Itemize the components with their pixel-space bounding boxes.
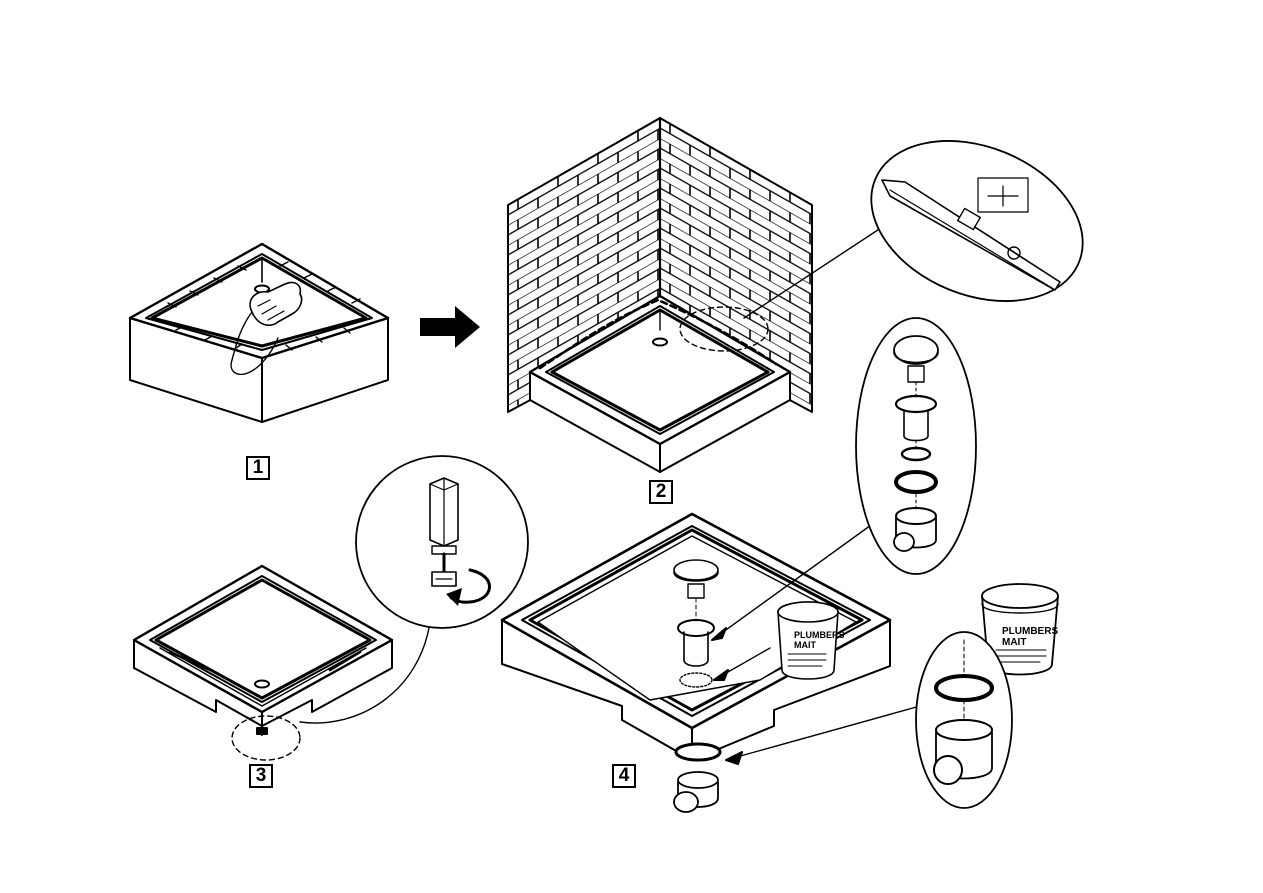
- step-1-tray: [130, 244, 388, 422]
- step-4-number: 4: [612, 764, 636, 788]
- drain-components-detail: [856, 318, 976, 574]
- leg-adjustment-detail: [356, 456, 528, 628]
- step-2-wall-installation: [508, 94, 890, 519]
- step-4-drain-assembly: [502, 514, 920, 812]
- step-3-number: 3: [249, 764, 273, 788]
- trap-seal-detail: [916, 632, 1012, 808]
- step-2-number: 2: [649, 480, 673, 504]
- next-step-arrow: [420, 306, 480, 348]
- wall-profile-detail: [847, 111, 1106, 331]
- step-1-number: 1: [246, 456, 270, 480]
